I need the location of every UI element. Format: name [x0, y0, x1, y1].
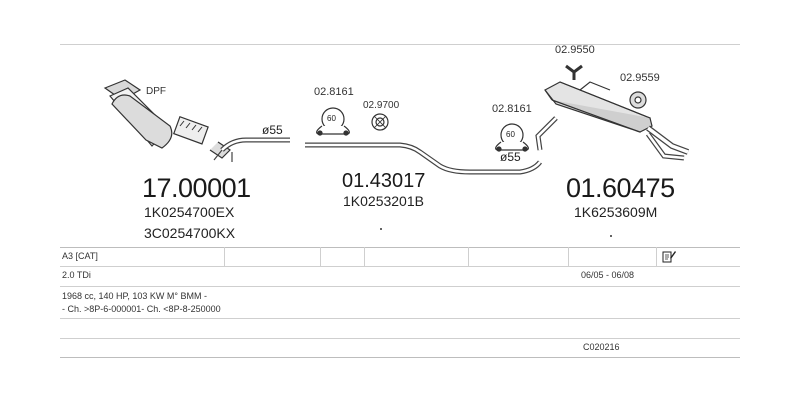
table-bottom-border [60, 357, 740, 358]
rubber-ring-icon [629, 91, 647, 109]
exhaust-diagram [103, 64, 690, 237]
clamp-label-right[interactable]: 02.8161 [492, 103, 532, 115]
section-number-rear[interactable]: 01.60475 [566, 173, 675, 203]
hanger-ring-label[interactable]: 02.9559 [620, 72, 660, 84]
dpf-label: DPF [146, 86, 166, 97]
hanger-y-label[interactable]: 02.9550 [555, 44, 595, 56]
spec-cell: 1968 cc, 140 HP, 103 KW M° BMM - [62, 291, 207, 301]
column-divider [568, 247, 569, 266]
table-row-divider [60, 338, 740, 339]
part-number: 1K0253201B [343, 193, 424, 209]
code-cell: C020216 [583, 342, 620, 352]
part-number: 1K0254700EX [144, 204, 235, 220]
model-cell: A3 [CAT] [62, 251, 98, 261]
ring-label[interactable]: 02.9700 [363, 100, 400, 111]
part-number: 3C0254700KX [144, 225, 236, 241]
ring-icon [371, 113, 389, 131]
diameter-label-right: ø55 [500, 150, 521, 164]
column-divider [468, 247, 469, 266]
clamp-label-left[interactable]: 02.8161 [314, 86, 354, 98]
engine-cell: 2.0 TDi [62, 270, 91, 280]
column-divider [320, 247, 321, 266]
table-top-border [60, 247, 740, 248]
table-row-divider [60, 266, 740, 267]
column-divider [364, 247, 365, 266]
chassis-cell: - Ch. >8P-6-000001- Ch. <8P-8-250000 [62, 304, 221, 314]
section-number-front[interactable]: 17.00001 [142, 173, 251, 203]
clamp-size-left: 60 [327, 114, 336, 123]
diameter-label-left: ø55 [262, 123, 283, 137]
document-pencil-icon[interactable] [662, 249, 676, 263]
clamp-60-icon-left [316, 107, 350, 136]
column-divider [656, 247, 657, 266]
column-divider [224, 247, 225, 266]
dpf-unit [103, 79, 231, 159]
clamp-size-right: 60 [506, 130, 515, 139]
table-row-divider [60, 286, 740, 287]
table-row-divider [60, 318, 740, 319]
top-divider [60, 44, 740, 45]
clamp-60-icon-right [495, 123, 529, 152]
y-hanger-icon [565, 64, 583, 80]
part-number: 1K6253609M [574, 204, 658, 220]
rear-muffler [544, 81, 653, 133]
section-number-middle[interactable]: 01.43017 [342, 170, 426, 192]
dates-cell: 06/05 - 06/08 [581, 270, 635, 280]
